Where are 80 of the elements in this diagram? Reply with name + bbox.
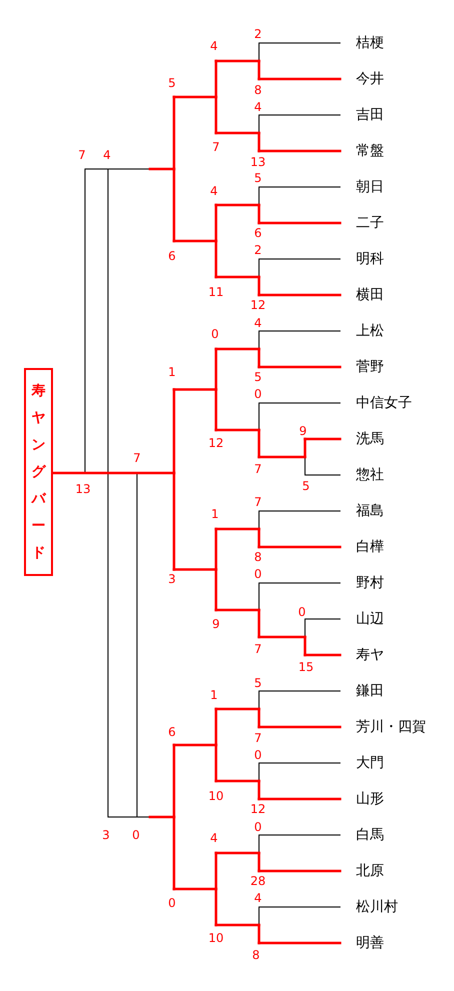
team-name: 桔梗 (356, 34, 384, 52)
team-name: 松川村 (356, 898, 398, 916)
team-name: 朝日 (356, 178, 384, 196)
team-name: 横田 (356, 286, 384, 304)
score-label: 13 (250, 155, 266, 169)
score-label: 5 (254, 676, 262, 690)
score-label: 28 (250, 874, 266, 888)
team-name: 北原 (356, 862, 384, 880)
score-label: 8 (254, 83, 262, 97)
score-label: 4 (210, 184, 218, 198)
score-label: 12 (250, 298, 266, 312)
score-label: 3 (102, 828, 110, 842)
team-name: 山形 (356, 790, 384, 808)
champion-box (24, 368, 53, 576)
score-label: 13 (75, 482, 91, 496)
score-label: 5 (254, 370, 262, 384)
score-label: 6 (168, 249, 176, 263)
score-label: 7 (254, 495, 262, 509)
score-label: 0 (132, 828, 140, 842)
score-label: 6 (254, 226, 262, 240)
score-label: 7 (133, 451, 141, 465)
team-name: 明善 (356, 934, 384, 952)
score-label: 4 (254, 100, 262, 114)
team-name: 上松 (356, 322, 384, 340)
team-name: 中信女子 (356, 394, 412, 412)
champion-name: 寿ヤングバード (30, 382, 46, 562)
score-label: 1 (210, 688, 218, 702)
score-label: 4 (254, 891, 262, 905)
score-label: 8 (254, 550, 262, 564)
score-label: 4 (103, 148, 111, 162)
score-label: 7 (254, 642, 262, 656)
score-label: 3 (168, 572, 176, 586)
team-name: 野村 (356, 574, 384, 592)
score-label: 7 (254, 462, 262, 476)
score-label: 0 (254, 387, 262, 401)
team-name: 惣社 (356, 466, 384, 484)
score-label: 4 (210, 39, 218, 53)
score-label: 2 (254, 27, 262, 41)
score-label: 4 (210, 831, 218, 845)
score-label: 11 (208, 285, 224, 299)
score-label: 0 (211, 327, 219, 341)
score-label: 5 (254, 171, 262, 185)
score-label: 0 (254, 820, 262, 834)
score-label: 15 (298, 660, 314, 674)
team-name: 山辺 (356, 610, 384, 628)
score-label: 4 (254, 316, 262, 330)
score-label: 5 (168, 76, 176, 90)
team-name: 今井 (356, 70, 384, 88)
score-label: 9 (299, 424, 307, 438)
team-name: 寿ヤ (356, 646, 384, 664)
score-label: 5 (302, 479, 310, 493)
score-label: 7 (78, 148, 86, 162)
team-name: 鎌田 (356, 682, 384, 700)
score-label: 0 (254, 567, 262, 581)
score-label: 2 (254, 243, 262, 257)
score-label: 0 (168, 896, 176, 910)
score-label: 0 (298, 605, 306, 619)
score-label: 6 (168, 725, 176, 739)
team-name: 白馬 (356, 826, 384, 844)
team-name: 常盤 (356, 142, 384, 160)
team-name: 明科 (356, 250, 384, 268)
team-name: 福島 (356, 502, 384, 520)
team-name: 大門 (356, 754, 384, 772)
team-name: 吉田 (356, 106, 384, 124)
team-name: 白樺 (356, 538, 384, 556)
score-label: 0 (254, 748, 262, 762)
team-name: 菅野 (356, 358, 384, 376)
score-label: 12 (250, 802, 266, 816)
score-label: 1 (168, 365, 176, 379)
score-label: 1 (211, 507, 219, 521)
score-label: 12 (208, 436, 224, 450)
score-label: 10 (208, 789, 224, 803)
score-label: 7 (212, 140, 220, 154)
score-label: 8 (252, 948, 260, 962)
team-name: 洗馬 (356, 430, 384, 448)
score-label: 10 (208, 931, 224, 945)
team-name: 二子 (356, 214, 384, 232)
team-name: 芳川・四賀 (356, 718, 426, 736)
score-label: 7 (254, 731, 262, 745)
score-label: 9 (212, 617, 220, 631)
